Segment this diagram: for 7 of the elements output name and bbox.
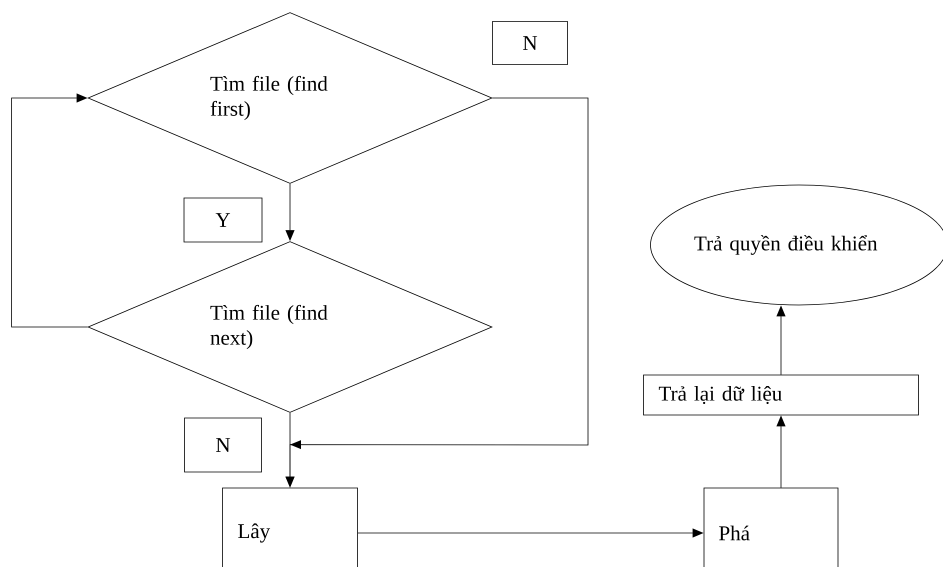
- process-box: N: [184, 418, 262, 472]
- process-box: Phá: [704, 488, 838, 567]
- arrow: [11, 93, 88, 328]
- process-box: Y: [184, 198, 262, 242]
- process-box: Lây: [222, 488, 358, 567]
- process-box: N: [492, 21, 568, 65]
- process-box: Trả lại dữ liệu: [643, 374, 919, 416]
